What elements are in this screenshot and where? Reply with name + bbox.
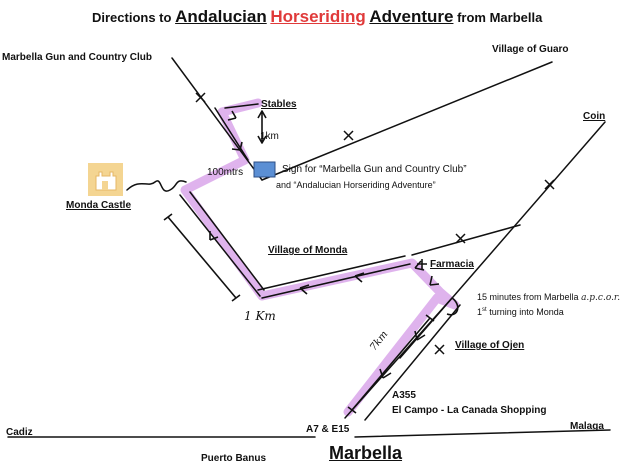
label-15-minutes-text: 15 minutes from Marbella xyxy=(477,292,579,302)
road-castle-squiggle xyxy=(126,180,187,192)
label-farmacia: Farmacia xyxy=(430,259,474,270)
label-marbella: Marbella xyxy=(329,443,403,463)
label-malaga: Malaga xyxy=(570,421,604,432)
label-monda-village: Village of Monda xyxy=(268,245,348,256)
label-puerto-banus: Puerto Banus xyxy=(201,453,267,464)
label-cadiz: Cadiz xyxy=(6,427,33,438)
title-name-3: Adventure xyxy=(369,7,454,26)
label-sign-line1: Sign for “Marbella Gun and Country Club” xyxy=(282,164,467,175)
label-1km-top: 1km xyxy=(260,131,279,142)
title-name-2: Horseriding xyxy=(270,7,366,26)
label-shopping: El Campo - La Canada Shopping xyxy=(392,405,547,416)
road-monda-coin xyxy=(411,224,521,256)
road-guaro xyxy=(261,61,553,181)
title-name-1: Andalucian xyxy=(175,7,267,26)
road-gun-club xyxy=(171,57,263,181)
label-approx: a.p.c.o.r. xyxy=(581,293,621,303)
title-prefix: Directions to xyxy=(92,10,172,25)
label-a7: A7 & E15 xyxy=(306,424,350,435)
sign-marker-icon xyxy=(253,161,276,178)
route-highlight xyxy=(180,98,460,417)
label-stables: Stables xyxy=(261,99,297,110)
label-coin: Coin xyxy=(583,111,606,122)
label-gun-club: Marbella Gun and Country Club xyxy=(2,52,153,63)
label-15-minutes: 15 minutes from Marbella a.p.c.o.r. xyxy=(477,293,620,303)
label-first-turning: 1st turning into Monda xyxy=(477,307,564,317)
title-suffix: from Marbella xyxy=(457,10,543,25)
route-arrows xyxy=(163,110,459,414)
label-1km-bottom: 1 Km xyxy=(244,309,276,323)
label-guaro: Village of Guaro xyxy=(492,44,569,55)
roads xyxy=(7,57,611,438)
label-100m: 100mtrs xyxy=(207,167,244,178)
label-ojen: Village of Ojen xyxy=(455,340,525,351)
map-title: Directions to Andalucian Horseriding Adv… xyxy=(92,8,542,25)
label-monda-castle: Monda Castle xyxy=(66,200,132,211)
label-a355: A355 xyxy=(392,390,416,401)
castle-icon xyxy=(88,163,123,196)
cross-marker-icon xyxy=(417,259,427,269)
label-sign-line2: and “Andalucian Horseriding Adventure” xyxy=(276,180,436,190)
cross-markers xyxy=(195,92,555,355)
